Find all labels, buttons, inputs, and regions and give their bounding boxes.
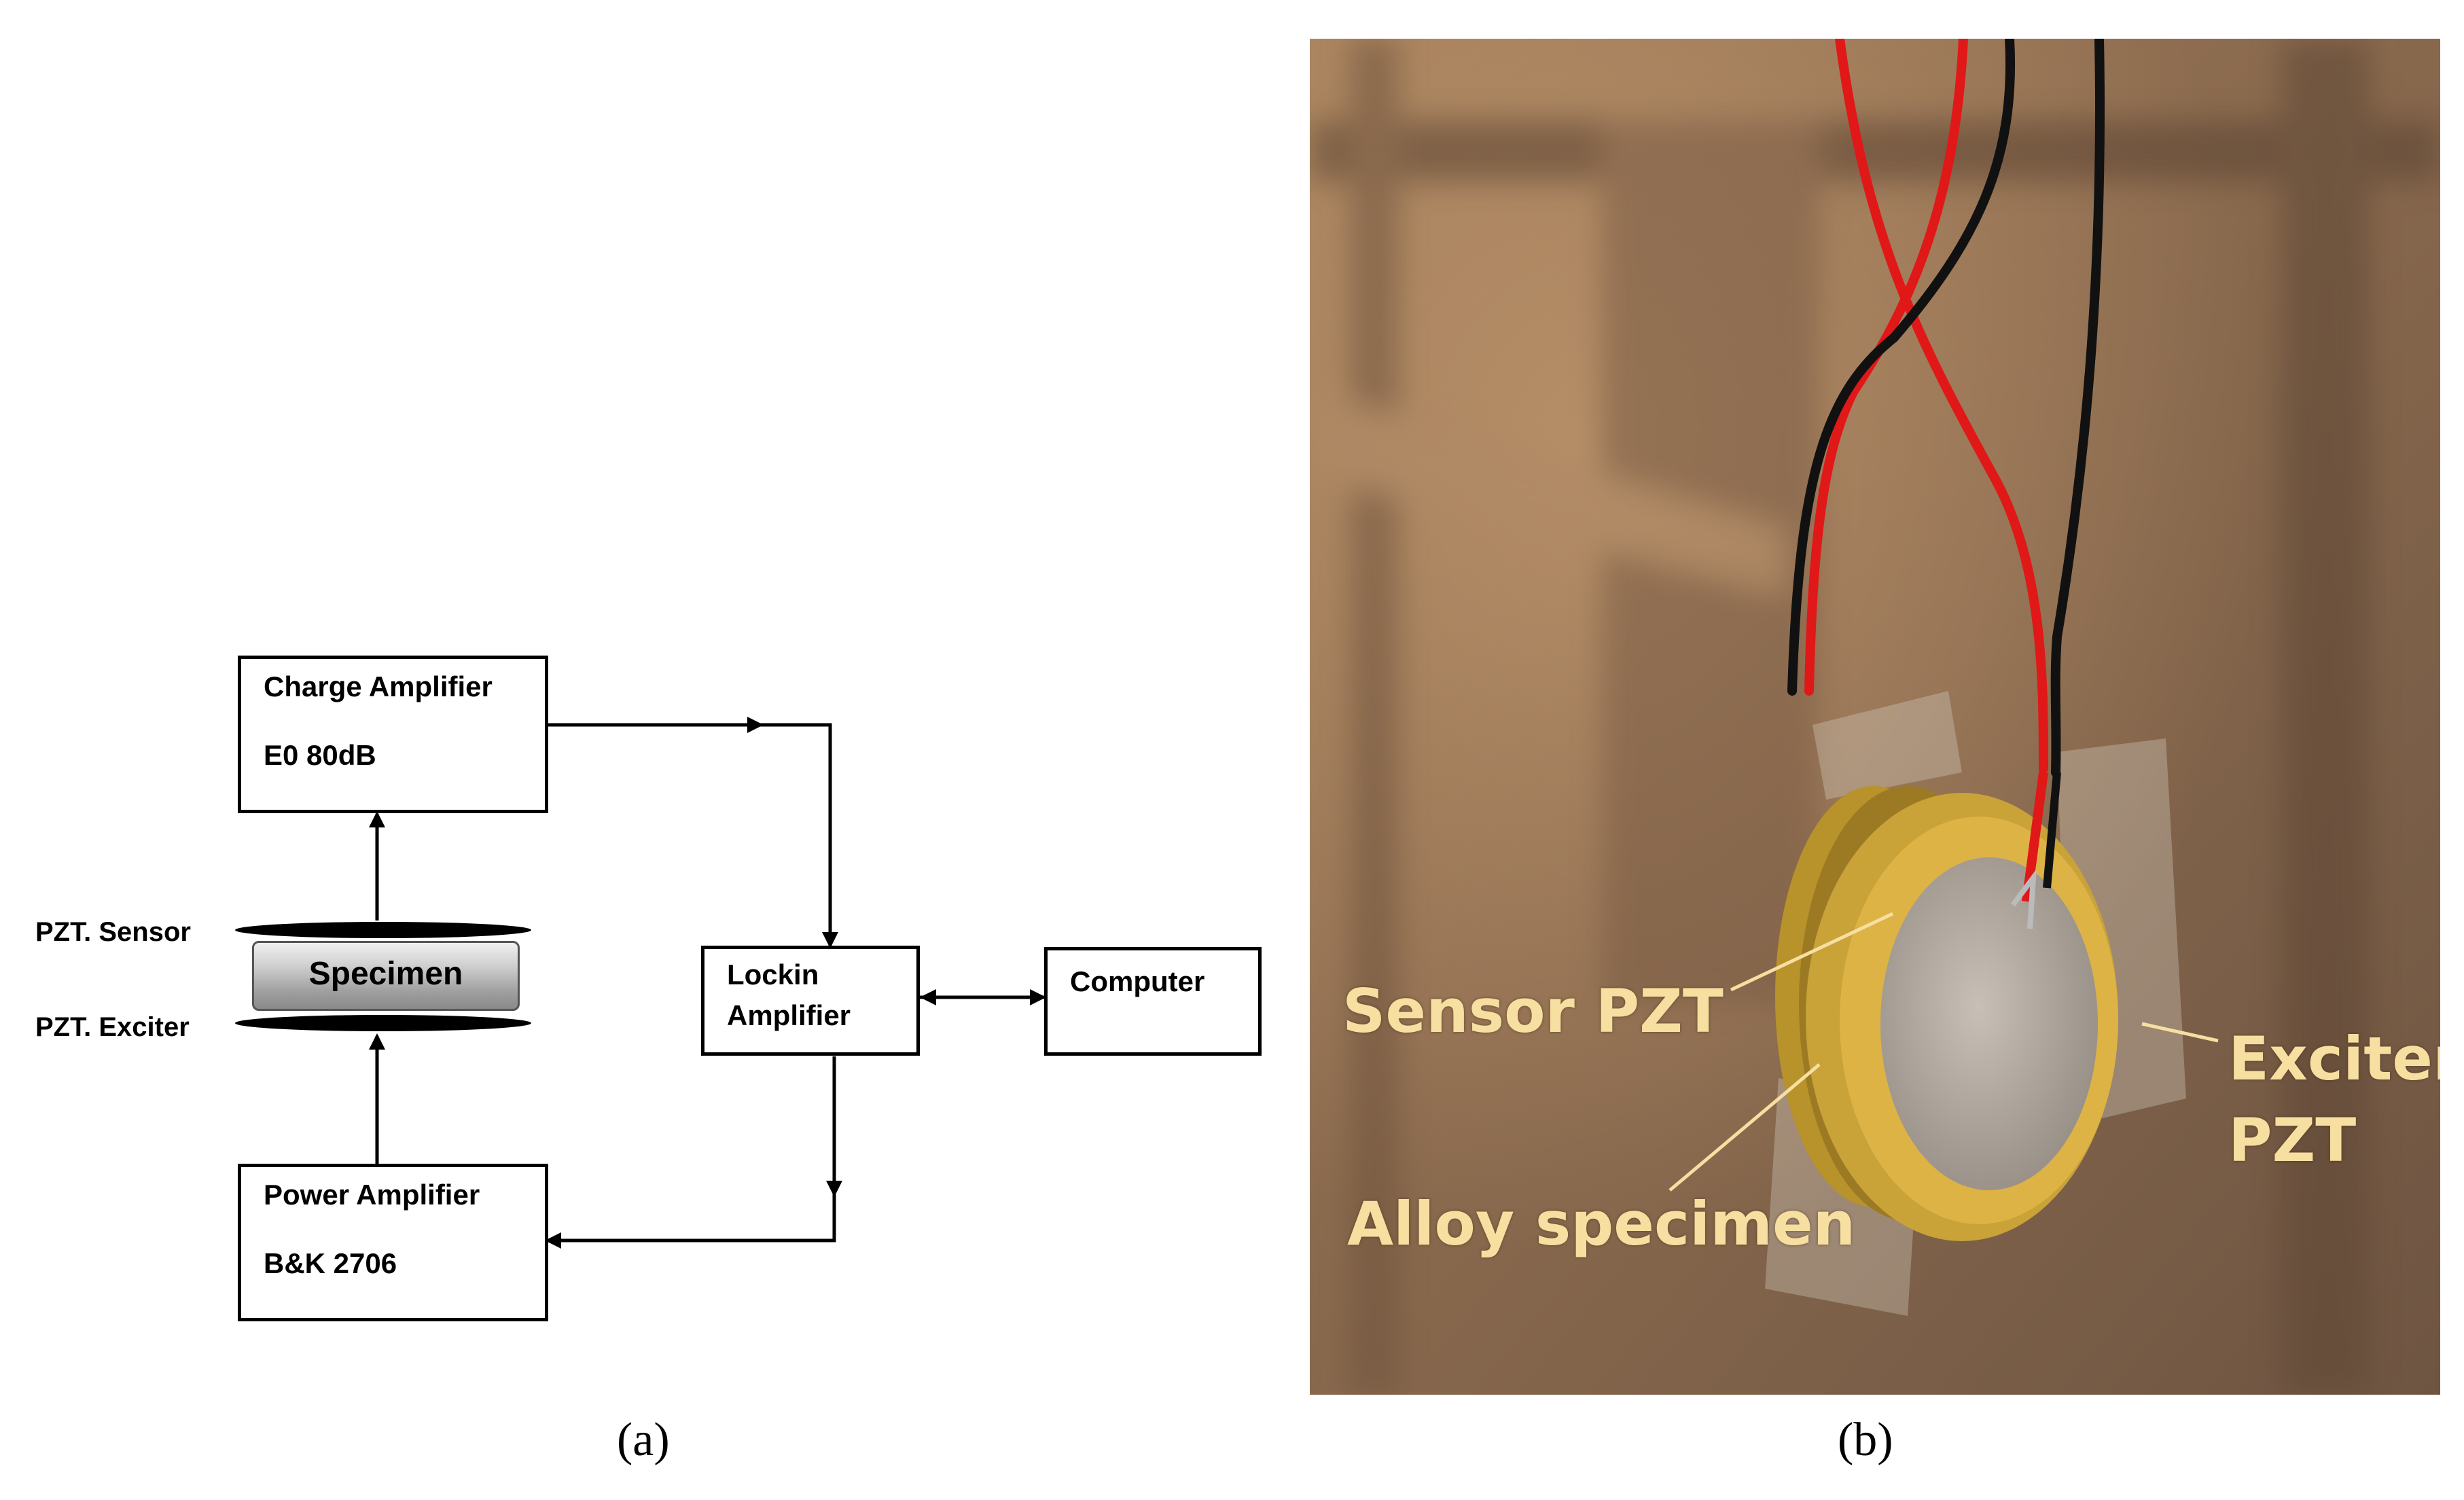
black-wire-right — [2050, 39, 2105, 777]
power-amplifier-box: Power Amplifier B&K 2706 — [238, 1164, 548, 1321]
pzt-sensor-label: PZT. Sensor — [35, 917, 191, 947]
arrow-charge-to-lockin — [547, 723, 832, 948]
pzt-sensor-disc — [235, 922, 531, 938]
pzt-exciter-label: PZT. Exciter — [35, 1012, 190, 1042]
charge-amplifier-box: Charge Amplifier E0 80dB — [238, 656, 548, 813]
computer-label: Computer — [1070, 965, 1205, 997]
charge-amplifier-model: E0 80dB — [264, 739, 376, 771]
sensor-pzt-label: Sensor PZT — [1342, 976, 1724, 1046]
power-amplifier-model: B&K 2706 — [264, 1247, 397, 1279]
exciter-pzt-label-line1: Exciter — [2228, 1024, 2440, 1094]
pzt-stack — [1775, 772, 2118, 1241]
specimen-block: Specimen — [252, 941, 520, 1011]
panel-b-photo: Sensor PZT Alloy specimen Exciter PZT — [1310, 39, 2440, 1395]
caption-a: (a) — [617, 1414, 670, 1466]
alloy-specimen-label: Alloy specimen — [1347, 1189, 1856, 1259]
connector-lines — [369, 717, 1046, 1249]
lockin-amplifier-box: Lockin Amplifier — [701, 946, 920, 1056]
caption-b: (b) — [1838, 1414, 1893, 1466]
pzt-exciter-disc — [235, 1015, 531, 1031]
red-wire-right — [1835, 39, 2048, 774]
lockin-amplifier-line2: Amplifier — [727, 999, 851, 1031]
specimen-label: Specimen — [308, 956, 463, 992]
black-wire-left — [1787, 39, 2016, 696]
lockin-amplifier-line1: Lockin — [727, 959, 819, 990]
computer-box: Computer — [1044, 947, 1262, 1056]
power-amplifier-title: Power Amplifier — [264, 1179, 480, 1211]
arrow-lockin-to-power — [547, 1056, 836, 1243]
exciter-pzt-label-line2: PZT — [2228, 1105, 2357, 1175]
pzt-photo-illustration — [1310, 39, 2440, 1395]
red-wire-left — [1804, 39, 1968, 696]
charge-amplifier-title: Charge Amplifier — [264, 671, 493, 702]
